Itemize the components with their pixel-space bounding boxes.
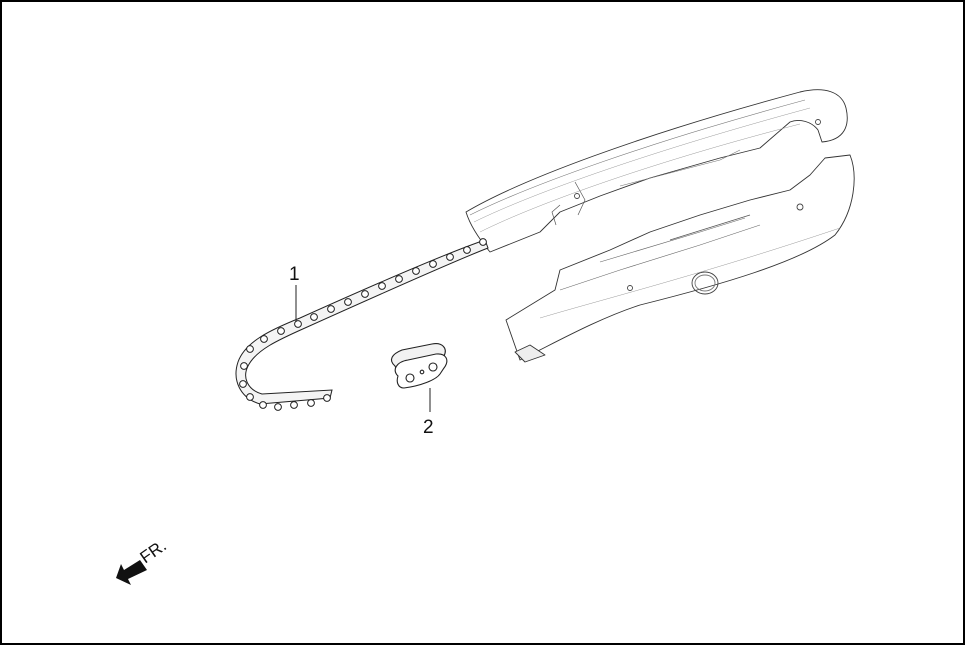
arrow-down-left-icon	[116, 560, 147, 585]
master-link	[390, 343, 448, 389]
chain-guard-upper	[465, 89, 848, 253]
chain-guard-lower	[505, 154, 855, 363]
callout-number-2: 2	[423, 417, 434, 438]
callout-number-1: 1	[289, 264, 300, 285]
drive-chain	[235, 238, 489, 411]
